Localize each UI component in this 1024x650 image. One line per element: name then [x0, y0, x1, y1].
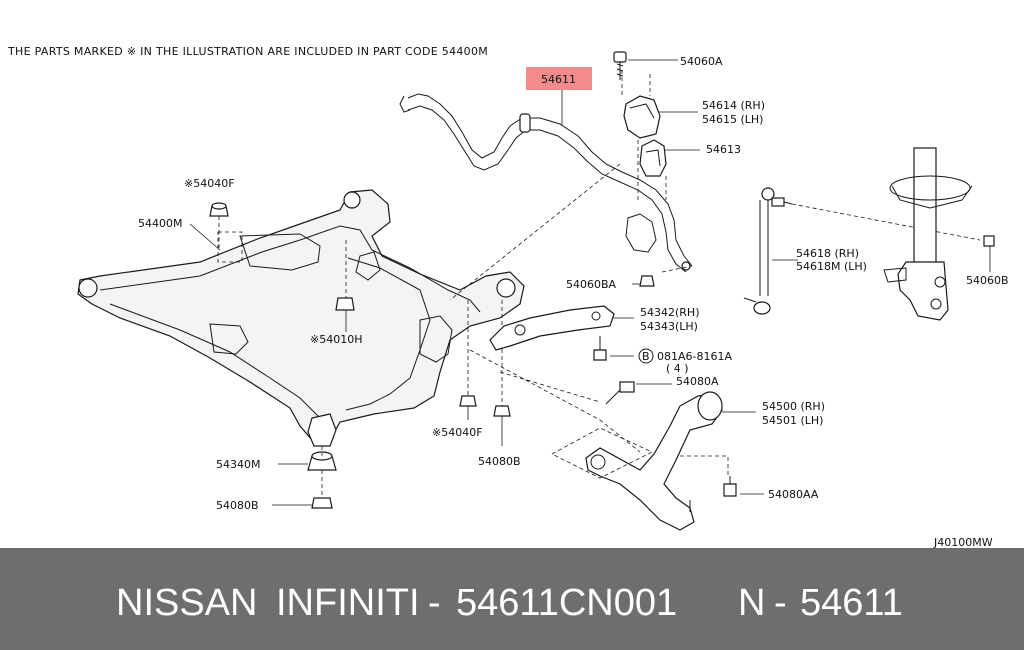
- ref-separator: -: [774, 582, 787, 624]
- bolt-circle-letter: B: [642, 350, 650, 363]
- stabilizer-clamp: [613, 51, 698, 139]
- label-54613: 54613: [706, 143, 741, 156]
- label-54501-lh: 54501 (LH): [762, 414, 823, 427]
- front-subframe: [77, 189, 525, 447]
- label-54080A: 54080A: [676, 375, 719, 388]
- stabilizer-bar: [399, 93, 693, 273]
- label-bolt-qty: ( 4 ): [666, 362, 689, 375]
- label-54343-lh: 54343(LH): [640, 320, 698, 333]
- ref-prefix: N: [738, 582, 766, 624]
- highlighted-part-box: [526, 67, 592, 90]
- label-54342-rh: 54342(RH): [640, 306, 700, 319]
- brand-infiniti: INFINITI: [276, 582, 420, 624]
- label-54060B: 54060B: [966, 274, 1009, 287]
- compression-rod: [489, 275, 655, 351]
- label-54618M-lh: 54618M (LH): [796, 260, 867, 273]
- label-54618-rh: 54618 (RH): [796, 247, 859, 260]
- brand-separator: -: [428, 582, 441, 624]
- parts-exploded-diagram: THE PARTS MARKED ※ IN THE ILLUSTRATION A…: [7, 45, 1009, 548]
- mounting-bolts: [593, 336, 764, 497]
- label-54080AA: 54080AA: [768, 488, 819, 501]
- label-54040F-bottom: ※54040F: [432, 426, 483, 439]
- stabilizer-bushing: [637, 139, 700, 200]
- drawing-code: J40100MW: [933, 536, 993, 548]
- label-54080B-mid: 54080B: [478, 455, 521, 468]
- label-bolt-081A6: 081A6-8161A: [657, 350, 732, 363]
- label-54010H: ※54010H: [310, 333, 362, 346]
- lower-control-arm: [469, 349, 756, 531]
- brand-nissan: NISSAN: [116, 582, 258, 624]
- label-54080B-low: 54080B: [216, 499, 259, 512]
- reference-lines: [449, 163, 693, 403]
- label-54060A: 54060A: [680, 55, 723, 68]
- part-number: 54611CN001: [456, 582, 678, 624]
- label-54340M: 54340M: [216, 458, 260, 471]
- label-54611: 54611: [541, 73, 576, 86]
- label-54614-rh: 54614 (RH): [702, 99, 765, 112]
- stabilizer-link: [743, 187, 981, 315]
- label-54400M: 54400M: [138, 217, 182, 230]
- subframe-fasteners: [209, 202, 511, 509]
- label-54060BA: 54060BA: [566, 278, 617, 291]
- strut-assembly: [883, 147, 995, 321]
- label-54615-lh: 54615 (LH): [702, 113, 763, 126]
- header-note: THE PARTS MARKED ※ IN THE ILLUSTRATION A…: [7, 45, 488, 58]
- label-54040F-top: ※54040F: [184, 177, 235, 190]
- label-54500-rh: 54500 (RH): [762, 400, 825, 413]
- part-info-banner: NISSAN INFINITI - 54611CN001 N - 54611: [0, 548, 1024, 650]
- ref-number: 54611: [800, 582, 903, 624]
